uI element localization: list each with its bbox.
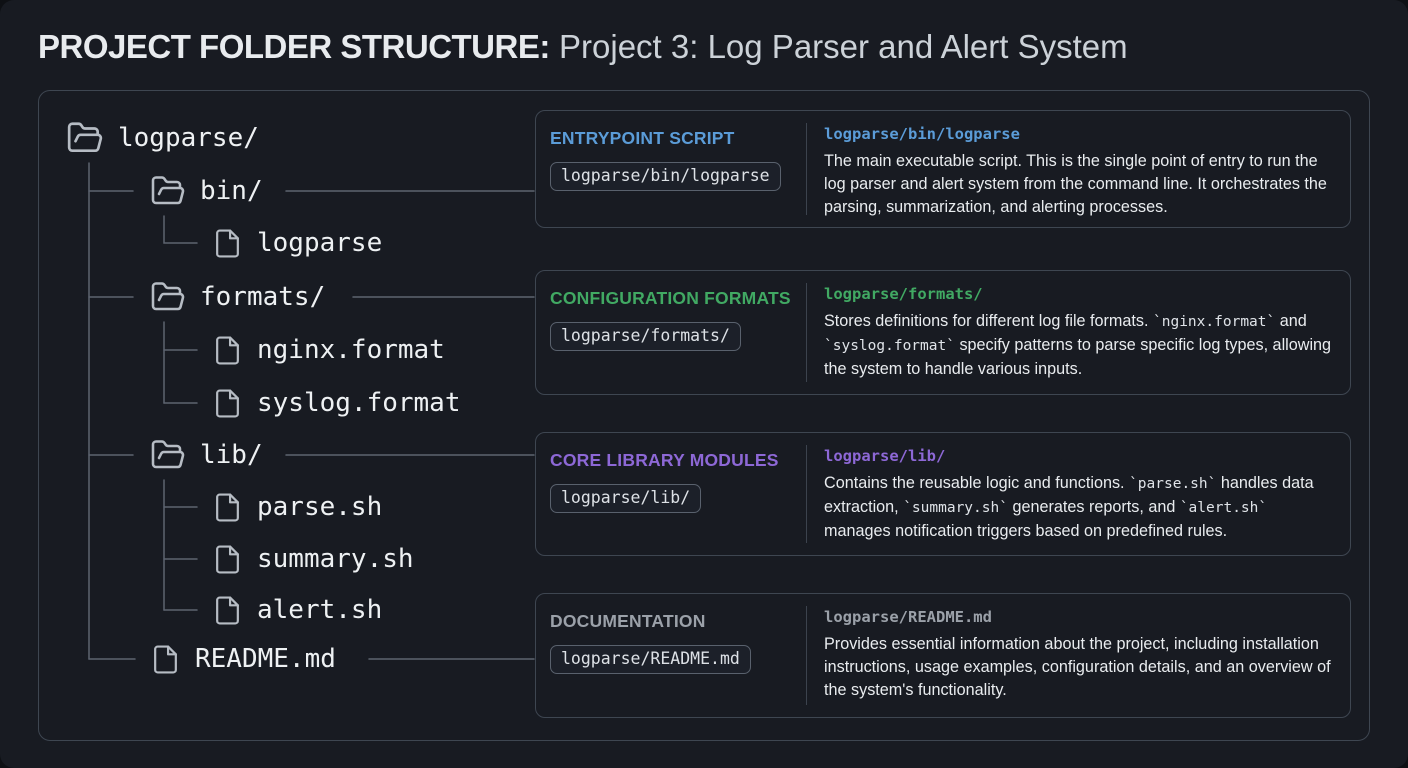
card-left-column: ENTRYPOINT SCRIPT logparse/bin/logparse [536,111,806,227]
card-description: Provides essential information about the… [824,635,1331,699]
card-title: ENTRYPOINT SCRIPT [550,128,735,148]
card-right-column: logparse/formats/ Stores definitions for… [807,271,1350,394]
tree-item-label: formats/ [200,282,326,312]
folder-open-icon [151,282,185,311]
card-description: Contains the reusable logic and function… [824,474,1314,540]
file-icon [216,388,239,418]
tree-item-nginx-format: nginx.format [212,330,445,370]
card-path: logparse/bin/logparse [824,125,1020,143]
page-title-subtitle: Project 3: Log Parser and Alert System [549,28,1128,65]
tree-item-label: logparse [257,228,383,258]
tree-item-label: alert.sh [257,595,383,625]
card-divider [806,283,807,382]
tree-item-parse-sh: parse.sh [212,487,382,527]
tree-item-alert-sh: alert.sh [212,590,382,630]
tree-item-lib: lib/ [150,435,263,475]
path-chip: logparse/README.md [550,645,751,674]
card-documentation: DOCUMENTATION logparse/README.md logpars… [535,593,1351,718]
card-description: The main executable script. This is the … [824,152,1327,216]
path-chip: logparse/bin/logparse [550,162,781,191]
path-chip: logparse/lib/ [550,484,702,513]
tree-item-label: README.md [195,644,336,674]
file-icon [216,595,239,625]
card-entrypoint-script: ENTRYPOINT SCRIPT logparse/bin/logparse … [535,110,1351,228]
file-icon [154,644,177,674]
tree-item-syslog-format: syslog.format [212,383,461,423]
card-path: logparse/formats/ [824,285,983,303]
file-icon [216,544,239,574]
card-description: Stores definitions for different log fil… [824,312,1332,378]
tree-item-bin: bin/ [150,171,263,211]
tree-item-bin-logparse: logparse [212,223,382,263]
folder-open-icon [67,122,103,153]
card-title: CONFIGURATION FORMATS [550,288,791,308]
card-right-column: logparse/lib/ Contains the reusable logi… [807,433,1350,555]
page-title-label: PROJECT FOLDER STRUCTURE: [38,28,550,65]
card-left-column: DOCUMENTATION logparse/README.md [536,594,806,717]
card-core-library-modules: CORE LIBRARY MODULES logparse/lib/ logpa… [535,432,1351,556]
folder-open-icon [151,440,185,469]
tree-item-label: bin/ [200,176,263,206]
tree-item-label: summary.sh [257,544,414,574]
card-right-column: logparse/README.md Provides essential in… [807,594,1350,717]
tree-item-label: lib/ [200,440,263,470]
card-title: DOCUMENTATION [550,611,706,631]
card-path: logparse/README.md [824,608,992,626]
card-right-column: logparse/bin/logparse The main executabl… [807,111,1350,227]
tree-item-readme: README.md [150,639,336,679]
file-icon [216,228,239,258]
page-title: PROJECT FOLDER STRUCTURE: Project 3: Log… [38,28,1128,66]
tree-item-formats: formats/ [150,277,325,317]
card-divider [806,606,807,705]
diagram-container [38,90,1370,741]
card-divider [806,445,807,543]
tree-item-summary-sh: summary.sh [212,539,414,579]
card-configuration-formats: CONFIGURATION FORMATS logparse/formats/ … [535,270,1351,395]
tree-item-logparse-root: logparse/ [66,118,259,158]
tree-item-label: parse.sh [257,492,383,522]
card-path: logparse/lib/ [824,447,946,465]
tree-item-label: syslog.format [257,388,461,418]
card-left-column: CONFIGURATION FORMATS logparse/formats/ [536,271,806,394]
file-icon [216,492,239,522]
path-chip: logparse/formats/ [550,322,741,351]
card-divider [806,123,807,215]
folder-open-icon [151,176,185,205]
tree-item-label: nginx.format [257,335,445,365]
tree-item-label: logparse/ [118,123,259,153]
file-icon [216,335,239,365]
card-left-column: CORE LIBRARY MODULES logparse/lib/ [536,433,806,555]
card-title: CORE LIBRARY MODULES [550,450,779,470]
